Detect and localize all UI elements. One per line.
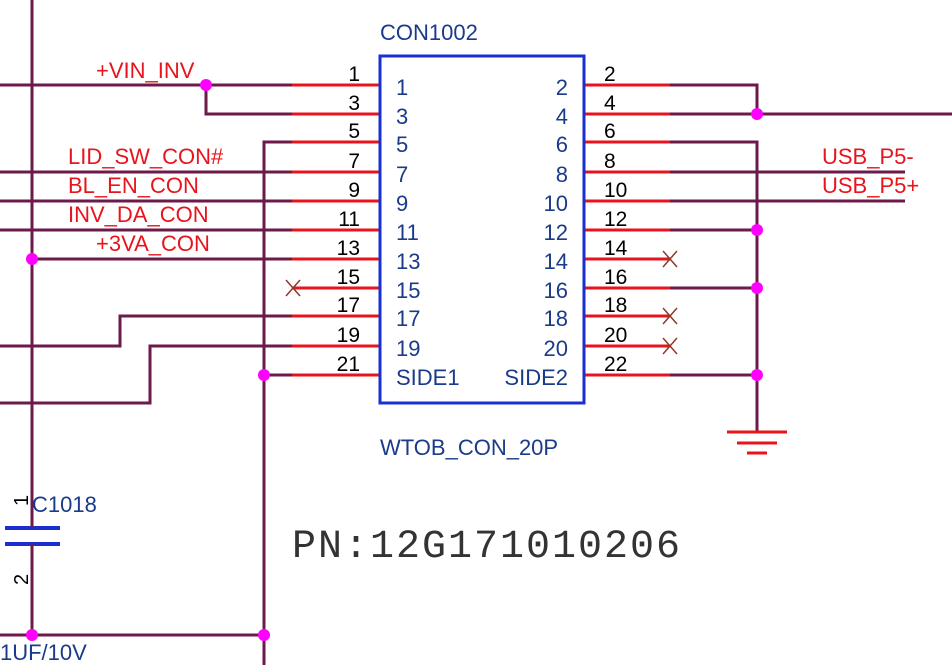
net-label-3va: +3VA_CON [96, 231, 210, 256]
part-number-label: PN:12G171010206 [292, 525, 682, 570]
pin-number: 21 [337, 353, 360, 376]
net-labels: +VIN_INV LID_SW_CON# BL_EN_CON INV_DA_CO… [68, 58, 919, 256]
pin-label: 6 [556, 132, 568, 157]
pin-label: 8 [556, 162, 568, 187]
pin-number: 9 [348, 179, 360, 202]
pin-label: SIDE1 [396, 365, 460, 390]
pin-number: 6 [604, 120, 616, 143]
connector-part-name: WTOB_CON_20P [380, 435, 558, 460]
pin-label: 14 [544, 249, 568, 274]
pin-number: 3 [348, 92, 360, 115]
left-inner-pin-labels: 1 3 5 7 9 11 13 15 17 19 SIDE1 [396, 75, 460, 390]
junctions [26, 79, 763, 641]
capacitor-pin1-label: 1 [11, 495, 33, 506]
pin-number: 1 [348, 63, 360, 86]
junction-dot [26, 253, 38, 265]
pin-number: 20 [604, 324, 627, 347]
pin-number: 7 [348, 150, 360, 173]
left-outer-pin-numbers: 1 3 5 7 9 11 13 15 17 19 21 [337, 63, 360, 376]
pin-label: 18 [544, 306, 568, 331]
connector-refdes: CON1002 [380, 20, 478, 45]
pin-label: 3 [396, 104, 408, 129]
pin-number: 10 [604, 179, 627, 202]
no-connect-markers [285, 250, 678, 355]
pin-label: 2 [556, 75, 568, 100]
pin-number: 2 [604, 63, 616, 86]
net-label-bl-en: BL_EN_CON [68, 173, 199, 198]
pin-number: 19 [337, 324, 360, 347]
pin-label: SIDE2 [504, 365, 568, 390]
net-label-lid-sw: LID_SW_CON# [68, 144, 224, 169]
pin-number: 17 [337, 294, 360, 317]
junction-dot [258, 369, 270, 381]
pin-number: 5 [348, 120, 360, 143]
nc-icon [662, 250, 678, 268]
pin-label: 4 [556, 104, 568, 129]
capacitor-pin2-label: 2 [11, 574, 33, 585]
pin-label: 7 [396, 162, 408, 187]
junction-dot [751, 282, 763, 294]
right-outer-pin-numbers: 2 4 6 8 10 12 14 16 18 20 22 [604, 63, 628, 376]
nc-icon [285, 279, 301, 297]
pin-number: 18 [604, 294, 627, 317]
pin-label: 16 [544, 278, 568, 303]
pin-number: 15 [337, 266, 360, 289]
pin-number: 13 [337, 237, 360, 260]
pin-number: 12 [604, 208, 627, 231]
connector-pins [292, 83, 670, 377]
pin-label: 19 [396, 336, 420, 361]
pin-label: 11 [396, 220, 419, 245]
junction-dot [751, 369, 763, 381]
net-label-inv-da: INV_DA_CON [68, 202, 209, 227]
net-label-usb-p: USB_P5+ [822, 173, 919, 198]
ground-icon [727, 430, 787, 455]
right-inner-pin-labels: 2 4 6 8 10 12 14 16 18 20 SIDE2 [504, 75, 568, 390]
junction-dot [751, 224, 763, 236]
net-label-vin-inv: +VIN_INV [96, 58, 195, 83]
net-label-usb-n: USB_P5- [822, 144, 914, 169]
pin-label: 20 [544, 336, 568, 361]
pin-number: 4 [604, 92, 616, 115]
nc-icon [662, 337, 678, 355]
pin-label: 17 [396, 306, 420, 331]
pin-number: 22 [604, 353, 627, 376]
pin-label: 13 [396, 249, 420, 274]
pin-number: 14 [604, 237, 628, 260]
junction-dot [258, 629, 270, 641]
junction-dot [200, 79, 212, 91]
pin-number: 8 [604, 150, 616, 173]
nc-icon [662, 307, 678, 325]
pin-label: 10 [544, 191, 568, 216]
connector-body [378, 54, 586, 405]
junction-dot [751, 108, 763, 120]
pin-label: 12 [544, 220, 568, 245]
pin-label: 5 [396, 132, 408, 157]
pin-number: 11 [338, 208, 360, 231]
capacitor-symbol [5, 520, 60, 565]
junction-dot [26, 629, 38, 641]
pin-number: 16 [604, 266, 627, 289]
capacitor-value: 1UF/10V [0, 640, 87, 665]
pin-label: 1 [396, 75, 408, 100]
pin-label: 15 [396, 278, 420, 303]
capacitor-refdes: C1018 [32, 492, 97, 517]
pin-label: 9 [396, 191, 408, 216]
